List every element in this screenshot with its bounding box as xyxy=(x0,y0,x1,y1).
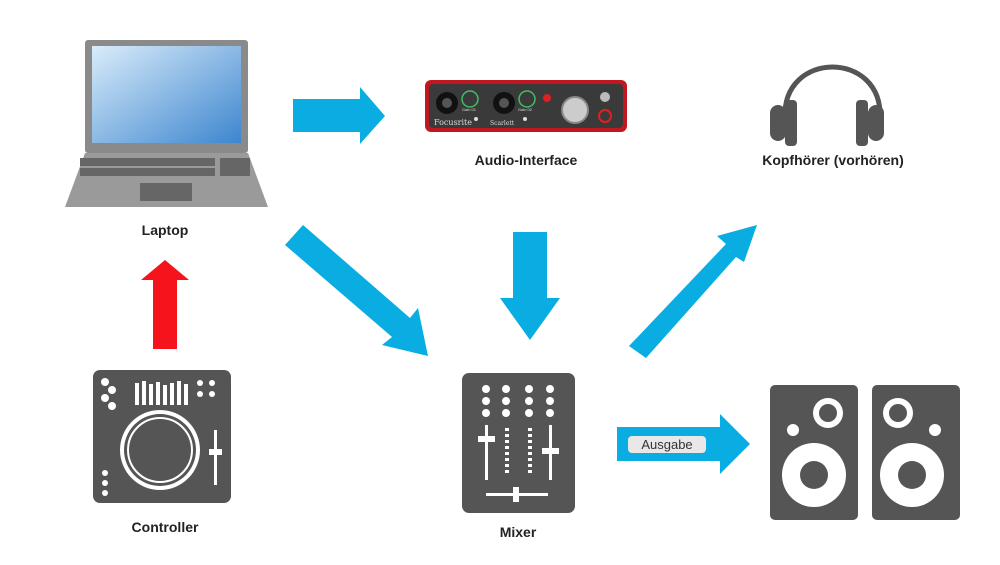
mixer-label: Mixer xyxy=(499,524,537,540)
interface-gain2-text: Gain 02 xyxy=(518,107,533,112)
mixer-icon xyxy=(462,373,575,513)
audio-interface-icon xyxy=(425,80,627,132)
laptop-label: Laptop xyxy=(141,222,189,238)
audio-interface-label: Audio-Interface xyxy=(474,152,578,168)
headphones-label: Kopfhörer (vorhören) xyxy=(762,152,904,168)
controller-label: Controller xyxy=(131,519,199,535)
arrow-controller-to-laptop xyxy=(141,260,189,349)
arrow-interface-to-mixer xyxy=(500,232,560,340)
controller-icon xyxy=(93,370,231,503)
interface-brand-text: Focusrite xyxy=(434,118,472,127)
ausgabe-label: Ausgabe xyxy=(641,437,693,452)
laptop-icon xyxy=(65,40,268,207)
headphones-icon xyxy=(770,64,884,146)
arrow-mixer-to-headphones xyxy=(629,225,757,358)
interface-gain1-text: Gain 01 xyxy=(462,107,477,112)
speakers-icon xyxy=(770,385,960,520)
interface-model-text: Scarlett xyxy=(490,120,515,127)
arrow-laptop-to-interface xyxy=(293,87,385,144)
arrow-laptop-to-mixer xyxy=(285,225,428,356)
arrow-mixer-to-speakers xyxy=(617,414,750,474)
